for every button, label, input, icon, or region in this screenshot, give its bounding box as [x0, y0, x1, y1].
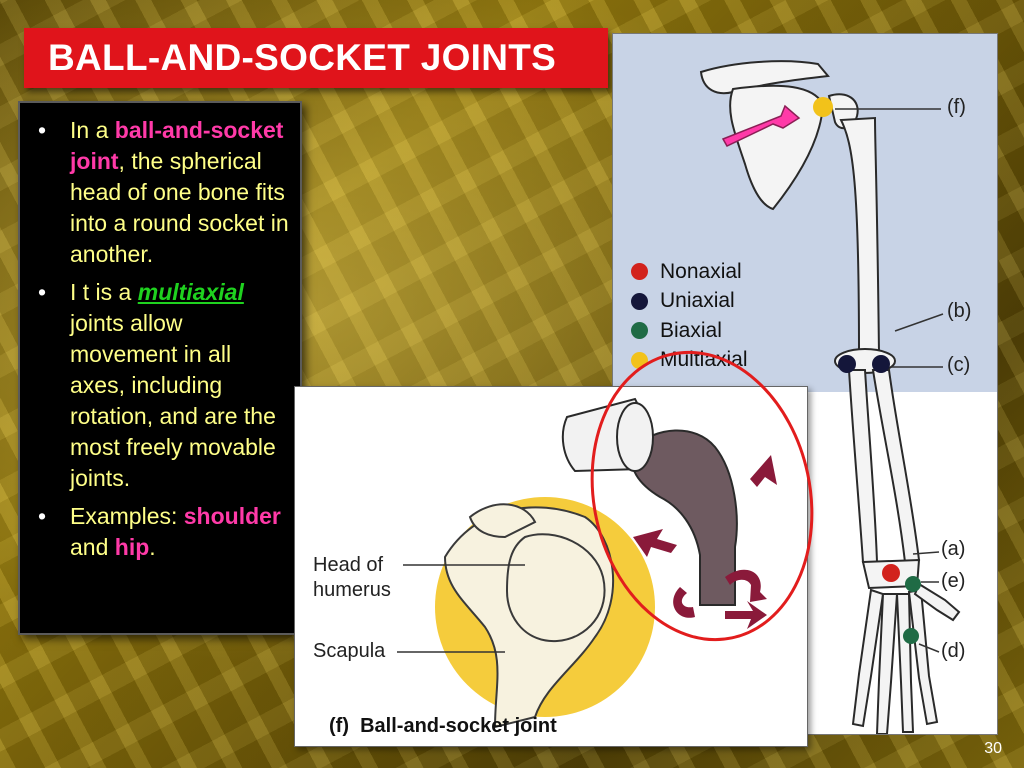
term-multiaxial: multiaxial [137, 279, 244, 305]
label-e: (e) [941, 570, 966, 592]
label-a: (a) [941, 538, 966, 560]
legend-item: Nonaxial [631, 257, 748, 287]
legend-item: Multiaxial [631, 346, 748, 376]
multiaxial-marker [813, 97, 833, 117]
label-f: (f) [947, 96, 966, 118]
pink-arrow-icon [721, 104, 801, 147]
legend-dot-nonaxial [631, 263, 648, 281]
label-b: (b) [947, 300, 972, 322]
joint-legend: Nonaxial Uniaxial Biaxial Multiaxial [631, 257, 748, 375]
label-c: (c) [947, 354, 971, 376]
bullet-list: In a ball-and-socket joint, the spherica… [20, 103, 300, 563]
title-box: BALL-AND-SOCKET JOINTS [24, 28, 608, 88]
scapula-label: Scapula [313, 640, 386, 662]
bullet-definition: In a ball-and-socket joint, the spherica… [34, 115, 290, 270]
slide-title: BALL-AND-SOCKET JOINTS [48, 37, 557, 78]
legend-item: Biaxial [631, 316, 748, 346]
example-hip: hip [114, 534, 150, 560]
example-shoulder: shoulder [183, 503, 281, 529]
figure-caption: (f) Ball-and-socket joint [329, 715, 557, 737]
bullet-examples: Examples: shoulder and hip. [34, 501, 290, 563]
head-of-humerus-label: Head of humerus [313, 554, 391, 601]
legend-item: Uniaxial [631, 287, 748, 317]
term-ball-and-socket: ball-and-socket joint [70, 117, 284, 174]
legend-dot-uniaxial [631, 292, 648, 310]
text-panel: In a ball-and-socket joint, the spherica… [18, 101, 302, 635]
page-number: 30 [984, 740, 1002, 757]
label-d: (d) [941, 640, 966, 662]
legend-dot-multiaxial [631, 351, 648, 369]
bullet-multiaxial: I t is a multiaxial joints allow movemen… [34, 277, 290, 494]
arm-skeleton-illustration [699, 60, 961, 734]
shoulder-joint-figure: Head of humerus Scapula (f) Ball-and-soc… [294, 386, 808, 747]
legend-dot-biaxial [631, 322, 648, 340]
